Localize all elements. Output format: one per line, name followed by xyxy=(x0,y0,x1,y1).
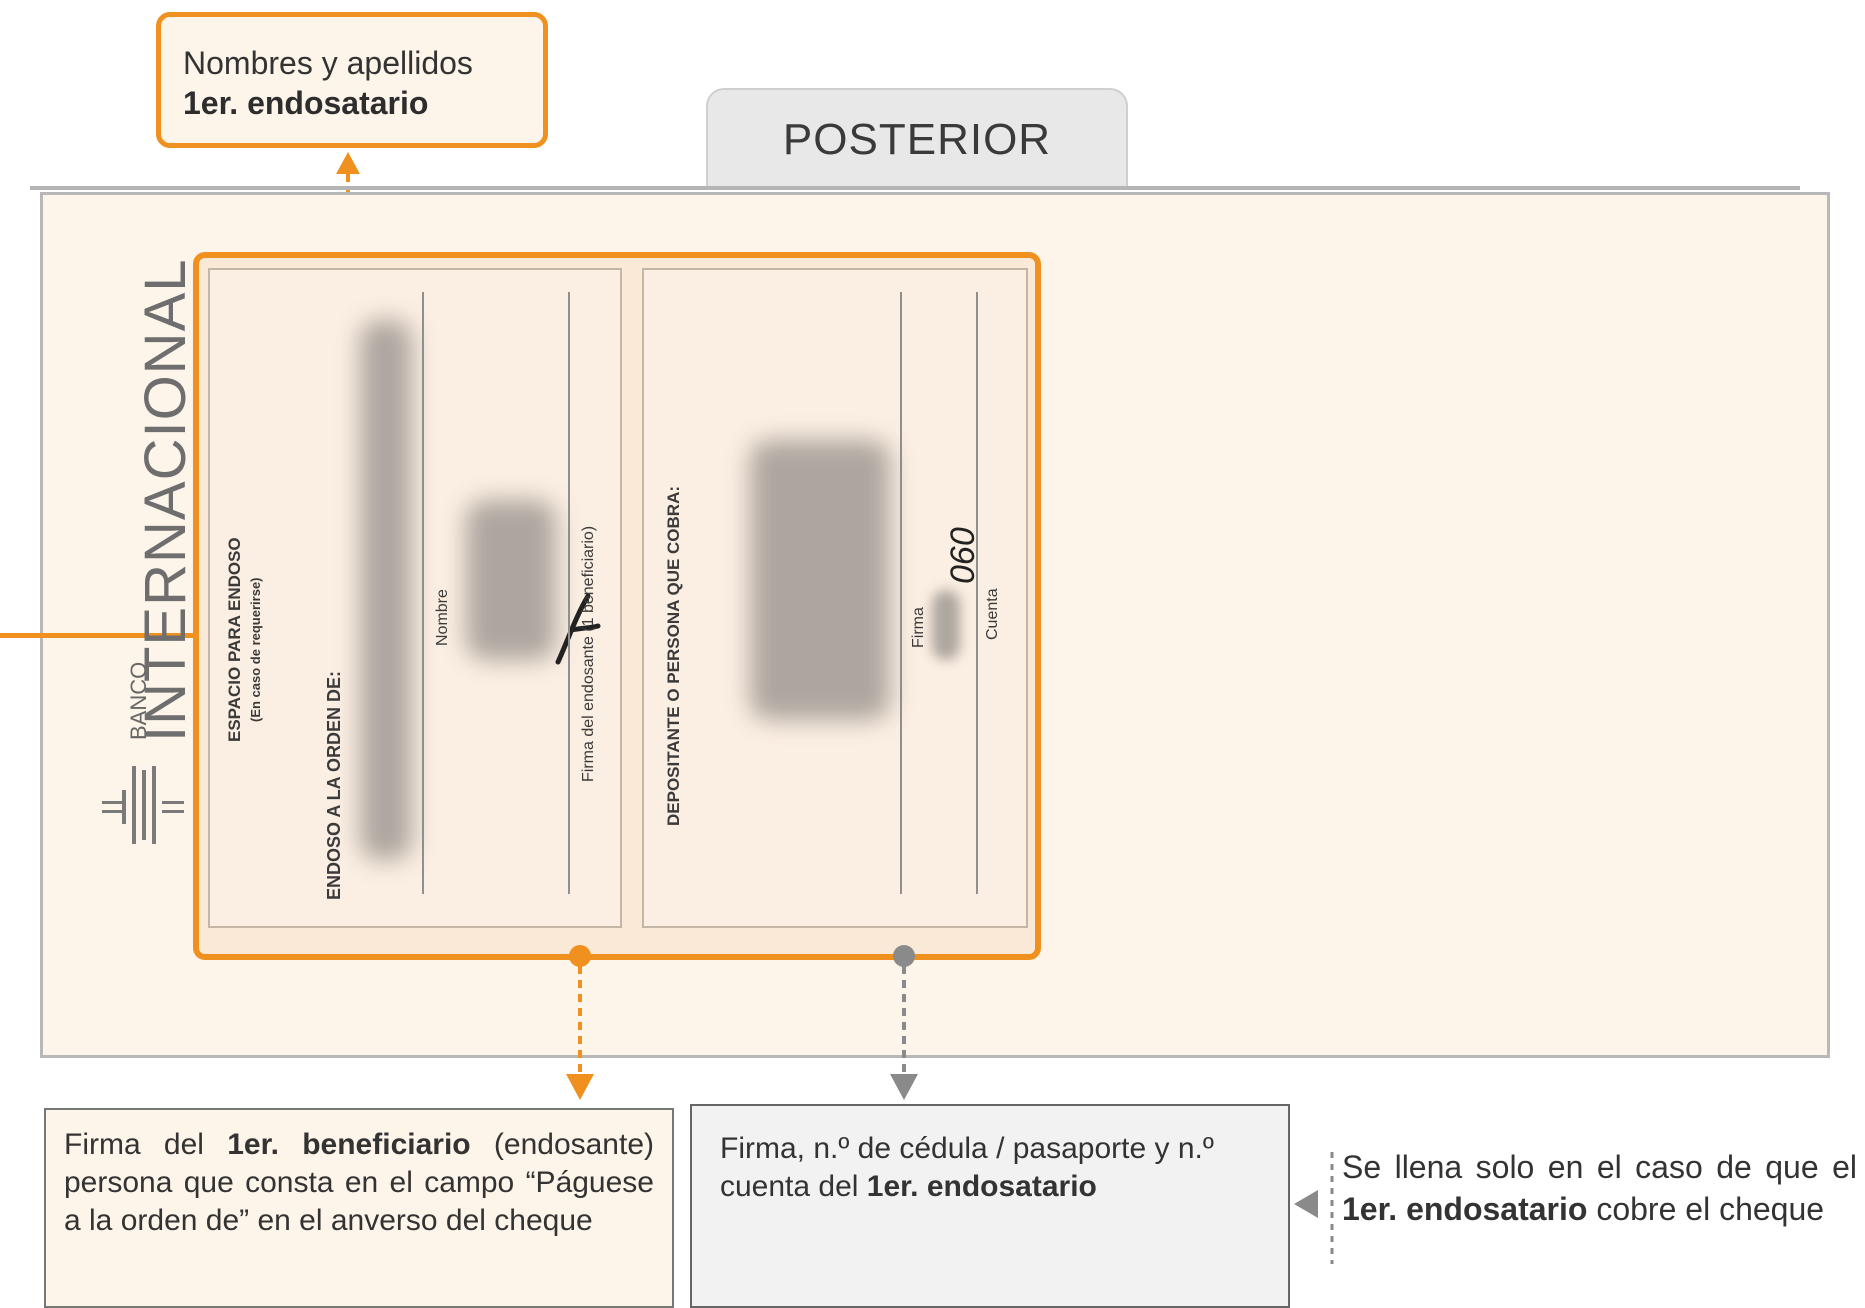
box-gray-bold: 1er. endosatario xyxy=(866,1170,1097,1203)
redacted-account-digits xyxy=(932,590,960,660)
box-orange-pre: Firma del xyxy=(64,1128,228,1161)
redacted-depositor-data xyxy=(750,440,890,720)
callout-line2: 1er. endosatario xyxy=(183,85,429,121)
cuenta-line xyxy=(976,292,978,894)
box-orange-bold: 1er. beneficiario xyxy=(227,1128,471,1161)
note-pointer-icon xyxy=(1294,1152,1334,1264)
note-bold: 1er. endosatario xyxy=(1342,1191,1588,1227)
usage-note: Se llena solo en el caso de que el 1er. … xyxy=(1342,1146,1857,1230)
arrow-down-orange xyxy=(566,945,594,1100)
name-label: Nombre xyxy=(434,589,451,646)
cuenta-label: Cuenta xyxy=(984,588,1001,640)
callout-line1: Nombres y apellidos xyxy=(183,45,473,81)
endorsement-heading: ESPACIO PARA ENDOSO xyxy=(225,537,244,742)
bank-logo-icon xyxy=(102,766,184,844)
box-gray-pre: Firma, n.º de cédula / pasaporte y n.º c… xyxy=(720,1132,1214,1203)
redacted-signature xyxy=(466,500,556,660)
info-box-endorsee-signature: Firma, n.º de cédula / pasaporte y n.º c… xyxy=(690,1104,1290,1308)
callout-first-endorsee-name: Nombres y apellidos 1er. endosatario xyxy=(156,12,548,148)
name-line xyxy=(422,292,424,894)
firma-line xyxy=(900,292,902,894)
arrow-down-gray xyxy=(890,945,918,1100)
endorse-order-label: ENDOSO A LA ORDEN DE: xyxy=(324,670,344,900)
connector-line xyxy=(0,633,195,638)
endorsement-subheading: (En caso de requerirse) xyxy=(248,577,263,723)
tab-posterior: POSTERIOR xyxy=(706,88,1128,190)
endorser-signature-label: Firma del endosante (1 beneficiario) xyxy=(580,525,597,782)
info-box-endorser-signature: Firma del 1er. beneficiario (endosante) … xyxy=(44,1108,674,1308)
redacted-endorsee-name xyxy=(360,320,412,860)
firma-label: Firma xyxy=(910,607,927,648)
depositor-heading: DEPOSITANTE O PERSONA QUE COBRA: xyxy=(664,485,683,826)
note-pre: Se llena solo en el caso de que el xyxy=(1342,1149,1857,1185)
note-post: cobre el cheque xyxy=(1587,1191,1825,1227)
signature-line xyxy=(568,292,570,894)
logo-big-text: INTERNACIONAL xyxy=(133,258,198,742)
box-orange-post: (endosante) persona que consta en el cam… xyxy=(64,1128,655,1237)
signature-mark-icon xyxy=(555,593,601,665)
divider-line xyxy=(30,186,1800,190)
